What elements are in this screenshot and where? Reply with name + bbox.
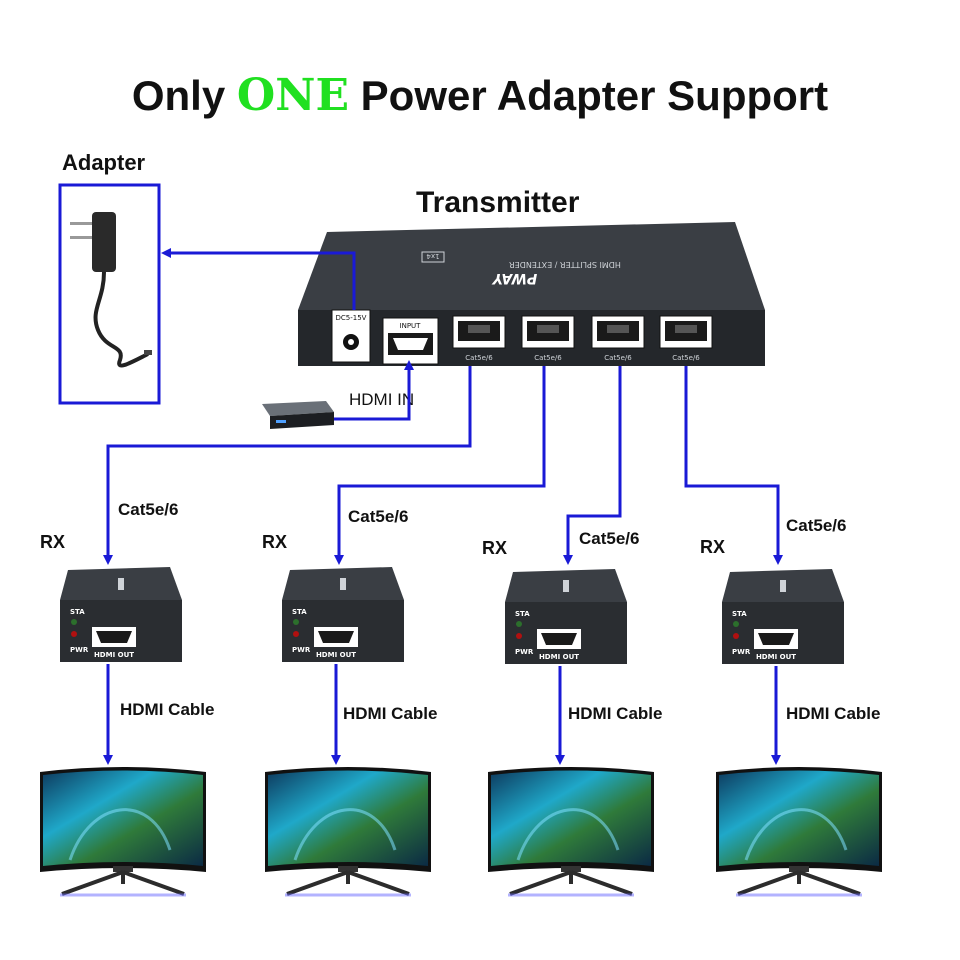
- monitor-2: [265, 767, 431, 897]
- port-label: Cat5e/6: [604, 354, 632, 362]
- hdmi-in-line: [334, 360, 414, 421]
- monitor-stand: [737, 870, 861, 896]
- rx-label-4: RX: [700, 537, 726, 557]
- page-title: Only ONE Power Adapter Support: [0, 70, 960, 121]
- dc-port-label: DC5-15V: [336, 314, 367, 322]
- sta-label: STA: [732, 610, 747, 618]
- monitor-screen: [491, 770, 651, 866]
- port-label: Cat5e/6: [534, 354, 562, 362]
- receiver-group: STA PWR HDMI OUT STA PWR HDMI OUT STA PWR HDMI O…: [40, 567, 882, 897]
- port-label: Cat5e/6: [465, 354, 493, 362]
- pwr-label: PWR: [292, 646, 311, 654]
- cable-label-3: Cat5e/6: [579, 529, 640, 548]
- rj45-port-4: Cat5e/6: [659, 315, 713, 362]
- transmitter-panel-text: HDMI SPLITTER / EXTENDER: [509, 260, 621, 269]
- cat-cable-line-4: [684, 366, 783, 565]
- pwr-led: [71, 631, 77, 637]
- receiver-unit-3: STA PWR HDMI OUT: [505, 569, 627, 664]
- hdmi-cable-label-3: HDMI Cable: [568, 704, 663, 723]
- title-suffix: Power Adapter Support: [360, 72, 829, 119]
- adapter-power-line: [161, 248, 356, 310]
- rx-label-3: RX: [482, 538, 508, 558]
- hdmi-cable-label-4: HDMI Cable: [786, 704, 881, 723]
- sta-label: STA: [515, 610, 530, 618]
- cat-cable-line-1: [103, 366, 472, 565]
- rj45-port-3: Cat5e/6: [591, 315, 645, 362]
- cat-cable-line-2: [334, 366, 546, 565]
- receiver-unit-2: STA PWR HDMI OUT: [282, 567, 404, 662]
- media-player-icon: [262, 401, 334, 429]
- transmitter-badge: 1x4: [426, 252, 440, 260]
- pwr-led: [516, 633, 522, 639]
- receiver-unit-1: STA PWR HDMI OUT: [60, 567, 182, 662]
- power-adapter-icon: [70, 212, 152, 368]
- adapter-label: Adapter: [62, 150, 146, 175]
- sta-label: STA: [292, 608, 307, 616]
- rx-label-1: RX: [40, 532, 66, 552]
- pwr-label: PWR: [70, 646, 89, 654]
- pwr-led: [293, 631, 299, 637]
- rj45-port-1: Cat5e/6: [452, 315, 506, 362]
- title-accent: ONE: [236, 70, 349, 121]
- cable-label-2: Cat5e/6: [348, 507, 409, 526]
- pwr-led: [733, 633, 739, 639]
- pwr-label: PWR: [515, 648, 534, 656]
- hdmi-out-label: HDMI OUT: [539, 653, 579, 661]
- port-label: Cat5e/6: [672, 354, 700, 362]
- monitor-1: [40, 767, 206, 897]
- monitor-screen: [719, 770, 879, 866]
- monitor-stand: [286, 870, 410, 896]
- sta-label: STA: [70, 608, 85, 616]
- hdmi-cable-label-2: HDMI Cable: [343, 704, 438, 723]
- cat-cable-line-3: [563, 366, 622, 565]
- rx-label-2: RX: [262, 532, 288, 552]
- hdmi-out-label: HDMI OUT: [316, 651, 356, 659]
- transmitter-ports: Cat5e/6 Cat5e/6 Cat5e/6 Cat5e/6: [452, 315, 713, 362]
- pwr-label: PWR: [732, 648, 751, 656]
- cable-label-1: Cat5e/6: [118, 500, 179, 519]
- monitor-4: [716, 767, 882, 897]
- transmitter-label: Transmitter: [416, 186, 580, 219]
- transmitter-unit: HDMI SPLITTER / EXTENDER PWAY 1x4 DC5-15…: [298, 222, 765, 366]
- cat-cable-lines: [103, 366, 783, 565]
- hdmi-out-label: HDMI OUT: [94, 651, 134, 659]
- input-port-label: INPUT: [400, 322, 422, 330]
- cable-label-4: Cat5e/6: [786, 516, 847, 535]
- receiver-unit-4: STA PWR HDMI OUT: [722, 569, 844, 664]
- transmitter-brand: PWAY: [491, 270, 537, 286]
- adapter-box: [58, 183, 161, 405]
- hdmi-input-port: INPUT: [382, 317, 439, 365]
- hdmi-in-label: HDMI IN: [349, 390, 415, 409]
- monitor-stand: [509, 870, 633, 896]
- rj45-port-2: Cat5e/6: [521, 315, 575, 362]
- sta-led: [516, 621, 522, 627]
- monitor-screen: [43, 770, 203, 866]
- monitor-screen: [268, 770, 428, 866]
- sta-led: [293, 619, 299, 625]
- title-prefix: Only: [131, 72, 226, 119]
- monitor-stand: [61, 870, 185, 896]
- sta-led: [733, 621, 739, 627]
- hdmi-cable-label-1: HDMI Cable: [120, 700, 215, 719]
- sta-led: [71, 619, 77, 625]
- hdmi-out-label: HDMI OUT: [756, 653, 796, 661]
- monitor-3: [488, 767, 654, 897]
- dc-power-port: DC5-15V: [331, 309, 371, 363]
